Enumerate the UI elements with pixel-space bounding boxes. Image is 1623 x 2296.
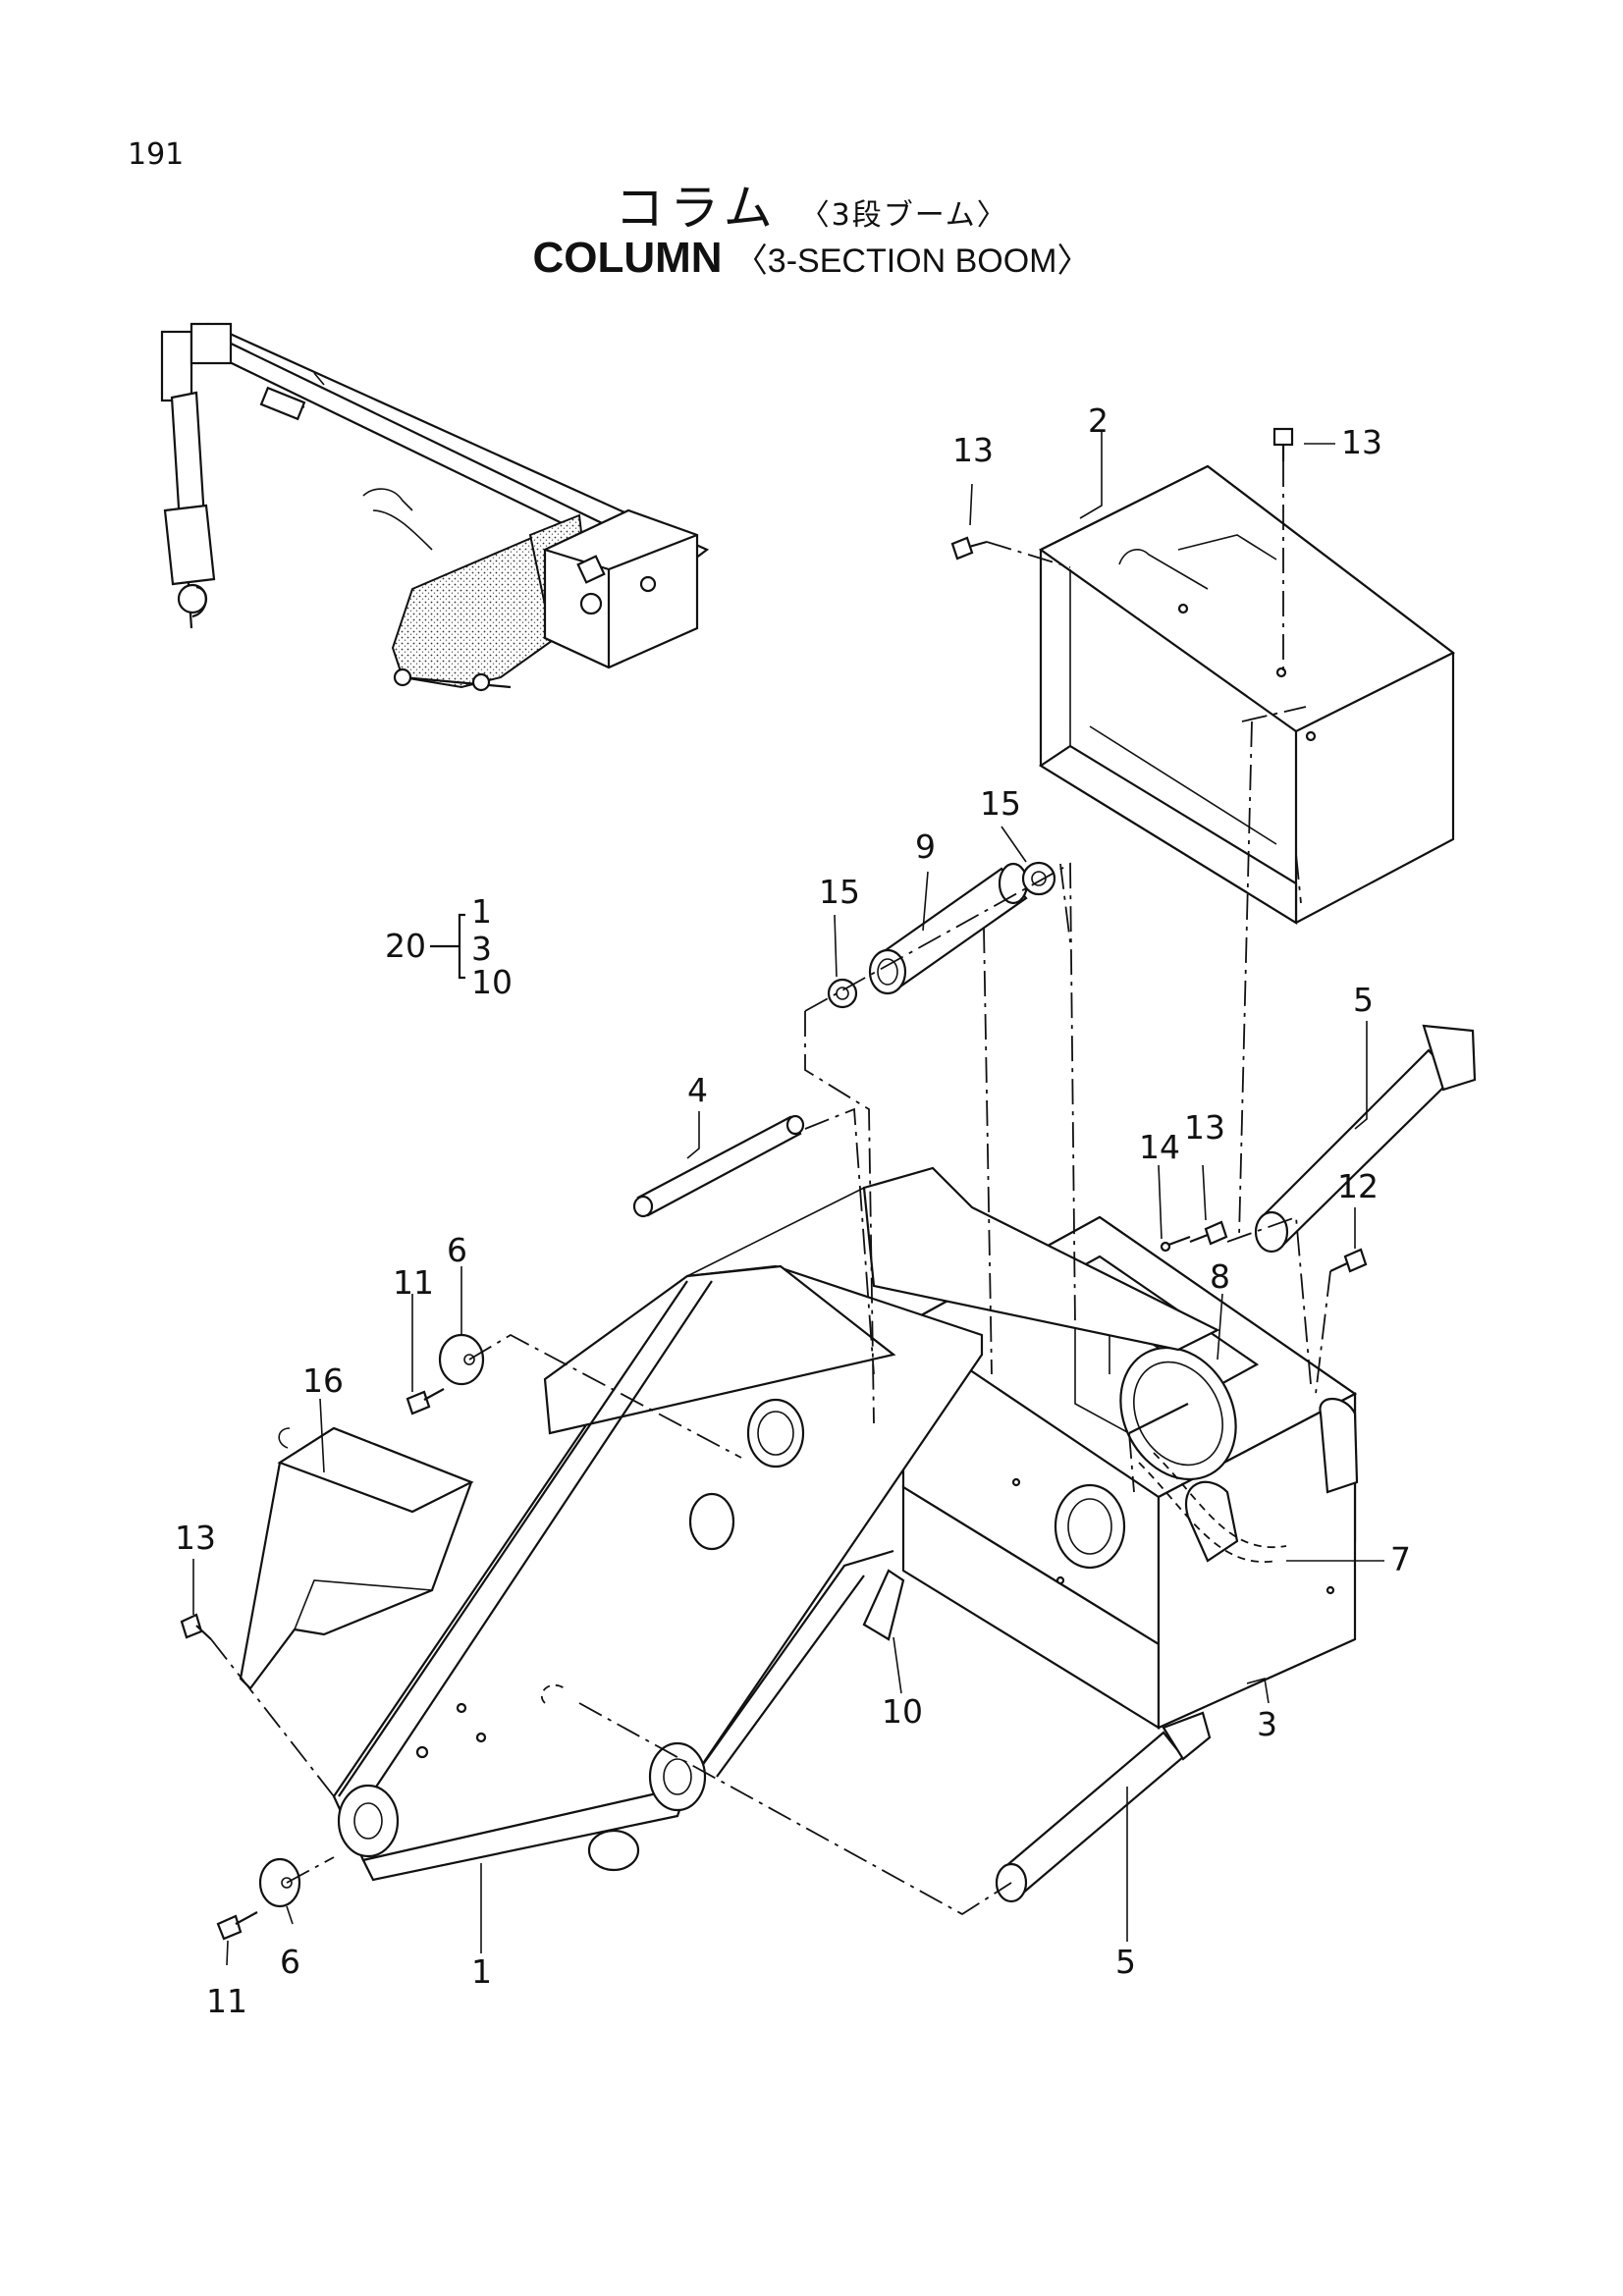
callout-3: 3 (1257, 1705, 1277, 1743)
part-pin-14 (1160, 1235, 1191, 1253)
callout-15-right: 15 (980, 784, 1021, 823)
part-bearing-15-left (827, 978, 858, 1009)
part-shaft-4 (632, 1114, 805, 1218)
callout-1: 1 (471, 1952, 492, 1991)
callout-labels: 2 13 13 15 9 15 5 4 14 13 12 6 8 11 16 7… (175, 401, 1411, 2020)
callout-13-middle: 13 (1184, 1108, 1225, 1147)
part-bearing-15-right (1021, 861, 1056, 896)
callout-11-upper: 11 (393, 1263, 434, 1302)
part-bolt-12 (1329, 1248, 1368, 1273)
part-cover-2 (1038, 464, 1456, 925)
callout-14: 14 (1139, 1128, 1180, 1166)
callout-5-upper: 5 (1353, 981, 1374, 1019)
title-en-sub: 〈3-SECTION BOOM〉 (733, 242, 1091, 280)
callout-13-top-left: 13 (952, 431, 994, 469)
assembly-component-3: 10 (471, 963, 513, 1001)
assembly-component-2: 3 (471, 930, 492, 968)
part-winch-box-3 (900, 1215, 1359, 1730)
part-bolt-13-top-left (950, 536, 988, 561)
callout-4: 4 (687, 1071, 708, 1109)
callout-13-left: 13 (175, 1519, 216, 1557)
title-japanese: コラム 〈3段ブーム〉 (0, 169, 1623, 240)
callout-7: 7 (1390, 1540, 1411, 1578)
callout-9: 9 (915, 828, 936, 866)
assembly-chain-lines (210, 461, 1331, 1916)
crane-overview-illustration (160, 322, 710, 692)
part-bolt-13-top-right (1272, 427, 1294, 461)
callout-2: 2 (1088, 401, 1109, 440)
callout-10: 10 (882, 1692, 923, 1731)
assembly-bracket: 20 1 3 10 (385, 892, 513, 1001)
part-bolt-11-upper (406, 1388, 445, 1415)
title-jp-sub: 〈3段ブーム〉 (799, 198, 1008, 233)
callout-13-top-right: 13 (1341, 423, 1382, 461)
part-roller-9 (868, 862, 1029, 995)
page-number: 191 (128, 137, 185, 172)
callout-5-lower: 5 (1115, 1943, 1136, 1981)
callout-8: 8 (1210, 1257, 1230, 1296)
callout-16: 16 (302, 1362, 344, 1400)
part-bolt-13-left (180, 1613, 212, 1640)
part-guard-16 (239, 1426, 474, 1690)
assembly-number: 20 (385, 927, 426, 965)
part-pin-5-upper (1254, 1024, 1477, 1254)
part-pin-5-lower (995, 1711, 1212, 1903)
leader-lines (192, 432, 1384, 1966)
part-bolt-13-middle (1189, 1220, 1228, 1246)
title-en-main: COLUMN (532, 234, 723, 282)
callout-15-left: 15 (819, 873, 860, 911)
callout-6-upper: 6 (447, 1231, 467, 1269)
part-washer-6-lower (258, 1857, 301, 1908)
part-drum-8 (1119, 1346, 1237, 1481)
title-jp-main: コラム (615, 180, 779, 237)
title-english: COLUMN 〈3-SECTION BOOM〉 (0, 234, 1623, 283)
callout-12: 12 (1337, 1167, 1379, 1205)
assembly-component-1: 1 (471, 892, 492, 931)
callout-6-lower: 6 (280, 1943, 300, 1981)
part-bracket-10 (862, 1569, 905, 1641)
callout-11-lower: 11 (206, 1982, 247, 2020)
part-bolt-11-lower (216, 1911, 258, 1941)
part-washer-6-upper (438, 1333, 485, 1386)
part-column-1 (332, 1166, 1220, 1882)
